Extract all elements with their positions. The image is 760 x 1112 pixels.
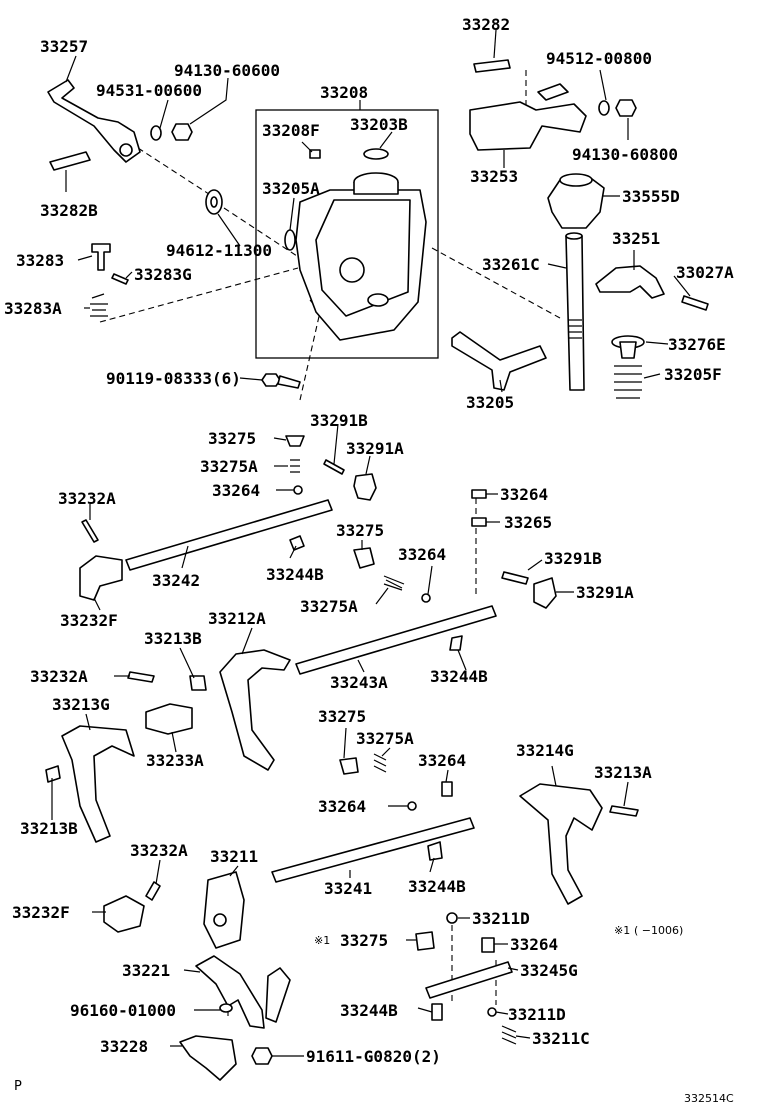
label-33264-d: 33264 [418, 751, 466, 770]
label-33213A: 33213A [594, 763, 652, 782]
parts-drawing [45, 59, 709, 1081]
label-33275A-a: 33275A [200, 457, 258, 476]
shift-head-33232F [79, 555, 123, 601]
label-33243A: 33243A [330, 673, 388, 692]
label-33214G: 33214G [516, 741, 574, 760]
note-mark-right: ※1 [614, 924, 630, 937]
label-33244B-b: 33244B [430, 667, 488, 686]
label-33211D-a: 33211D [472, 909, 530, 928]
note-mark-left: ※1 [314, 934, 330, 947]
label-33233A: 33233A [146, 751, 204, 770]
label-33264-a: 33264 [212, 481, 260, 500]
bracket-33253 [469, 101, 587, 151]
label-33205F: 33205F [664, 365, 722, 384]
label-94531-00600: 94531-00600 [96, 81, 202, 100]
shift-shaft-33241 [271, 817, 475, 883]
label-33264-f: 33264 [510, 935, 558, 954]
label-33291A-a: 33291A [346, 439, 404, 458]
label-33208F: 33208F [262, 121, 320, 140]
label-33283G: 33283G [134, 265, 192, 284]
label-94130-60600: 94130-60600 [174, 61, 280, 80]
label-33211C: 33211C [532, 1029, 590, 1048]
label-33242: 33242 [152, 571, 200, 590]
label-33282-top: 33282 [462, 15, 510, 34]
label-33291B-b: 33291B [544, 549, 602, 568]
part-labels: 33257 94130-60600 94531-00600 33208 3320… [4, 15, 734, 1066]
lever-33205 [451, 331, 547, 391]
shift-fork-33212A [219, 649, 291, 771]
shift-fork-33213G [61, 725, 135, 843]
label-33282B: 33282B [40, 201, 98, 220]
label-94512-00800: 94512-00800 [546, 49, 652, 68]
label-33275-d: 33275 [340, 931, 388, 950]
label-90119-08333: 90119-08333(6) [106, 369, 241, 388]
label-33275A-b: 33275A [300, 597, 358, 616]
label-33291A-b: 33291A [576, 583, 634, 602]
label-33251: 33251 [612, 229, 660, 248]
label-33211: 33211 [210, 847, 258, 866]
label-33555D: 33555D [622, 187, 680, 206]
label-33241: 33241 [324, 879, 372, 898]
shift-shaft-33245G [425, 961, 513, 999]
shift-shaft-33243A [295, 605, 497, 675]
label-33205A: 33205A [262, 179, 320, 198]
label-33205: 33205 [466, 393, 514, 412]
label-33213B-b: 33213B [20, 819, 78, 838]
label-33232F-a: 33232F [60, 611, 118, 630]
label-33244B-d: 33244B [340, 1001, 398, 1020]
label-33244B-a: 33244B [266, 565, 324, 584]
label-91611-G0820: 91611-G0820(2) [306, 1047, 441, 1066]
label-33291B-a: 33291B [310, 411, 368, 430]
label-33276E: 33276E [668, 335, 726, 354]
label-33275-b: 33275 [336, 521, 384, 540]
label-33232A-a: 33232A [58, 489, 116, 508]
label-33213G: 33213G [52, 695, 110, 714]
label-33213B-a: 33213B [144, 629, 202, 648]
shift-fork-33221 [195, 955, 265, 1029]
shift-lever-bracket [47, 79, 141, 163]
label-33265: 33265 [504, 513, 552, 532]
label-33232F-b: 33232F [12, 903, 70, 922]
label-33253: 33253 [470, 167, 518, 186]
label-94612-11300: 94612-11300 [166, 241, 272, 260]
housing-assembly-frame [255, 109, 439, 359]
illustration-code: 332514C [684, 1092, 734, 1105]
label-33275-c: 33275 [318, 707, 366, 726]
label-33275-a: 33275 [208, 429, 256, 448]
label-33208: 33208 [320, 83, 368, 102]
label-33275A-c: 33275A [356, 729, 414, 748]
corner-letter: P [14, 1079, 22, 1094]
shift-shaft [565, 235, 585, 391]
label-33283: 33283 [16, 251, 64, 270]
label-33264-b: 33264 [500, 485, 548, 504]
label-33203B: 33203B [350, 115, 408, 134]
shift-inner-lever-33211 [203, 871, 245, 949]
shift-lever-33228 [179, 1035, 237, 1081]
label-96160-01000: 96160-01000 [70, 1001, 176, 1020]
shift-shaft-33242 [125, 499, 333, 571]
label-33228: 33228 [100, 1037, 148, 1056]
label-33245G: 33245G [520, 961, 578, 980]
pin-33282B [49, 151, 91, 171]
label-33211D-b: 33211D [508, 1005, 566, 1024]
label-33261C: 33261C [482, 255, 540, 274]
label-33221: 33221 [122, 961, 170, 980]
label-33264-c: 33264 [398, 545, 446, 564]
label-33244B-c: 33244B [408, 877, 466, 896]
label-33212A: 33212A [208, 609, 266, 628]
leader-lines [51, 29, 691, 1057]
label-33264-e: 33264 [318, 797, 366, 816]
label-33283A: 33283A [4, 299, 62, 318]
label-33257: 33257 [40, 37, 88, 56]
label-33027A: 33027A [676, 263, 734, 282]
label-33232A-c: 33232A [130, 841, 188, 860]
label-33232A-b: 33232A [30, 667, 88, 686]
shift-head-33233A [145, 703, 193, 735]
shift-fork-33214G [519, 783, 603, 905]
label-94130-60800: 94130-60800 [572, 145, 678, 164]
note-text: ( −1006) [634, 924, 683, 937]
